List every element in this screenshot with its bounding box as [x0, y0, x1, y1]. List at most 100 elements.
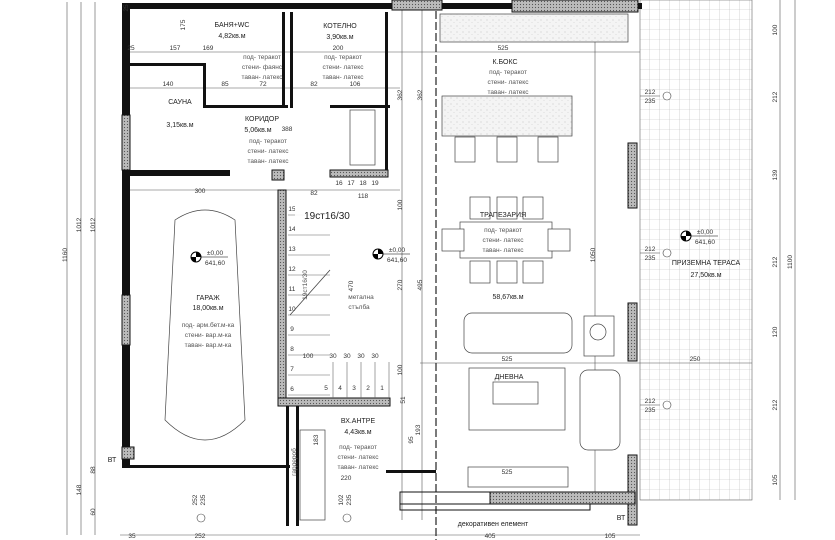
window-tag-top: 252: [192, 494, 199, 505]
window-tag-bottom: 235: [200, 494, 207, 505]
dimension-value: 105: [772, 474, 779, 485]
stair-step-number: 16: [335, 180, 343, 187]
stair-material-2: стълба: [348, 303, 370, 311]
window-tag-bottom: 235: [645, 407, 656, 414]
room-name-entry: ВХ.АНТРЕ: [341, 418, 376, 425]
room-area-entry: 4,43кв.м: [344, 429, 371, 436]
finish-floor: под- теракот: [484, 227, 522, 234]
dimension-value: 106: [350, 81, 361, 88]
dimension-value: 85: [221, 81, 229, 88]
window-tag-bottom: 235: [645, 98, 656, 105]
window-tag-top: 102: [338, 494, 345, 505]
room-area-terrace: 27,50кв.м: [690, 272, 721, 279]
dimension-value: 405: [485, 533, 496, 540]
finish-walls: стени- вар.м-ка: [185, 332, 232, 339]
window-tag-top: 212: [645, 89, 656, 96]
dimension-value: 1050: [590, 247, 597, 262]
room-name-boiler: КОТЕЛНО: [323, 23, 357, 30]
dimension-value: 525: [502, 356, 513, 363]
room-area-garage: 18,00кв.м: [192, 305, 223, 312]
room-area-dining: 58,67кв.м: [492, 294, 523, 301]
dimension-value: 25: [123, 4, 130, 12]
dimension-value: 212: [772, 91, 779, 102]
finish-ceiling: таван- латекс: [241, 74, 283, 81]
stair-step-number: 1: [380, 385, 384, 392]
dimension-value: 35: [128, 533, 136, 540]
dimension-value: 72: [259, 81, 267, 88]
dimension-value: 169: [203, 45, 214, 52]
finish-walls: стени- латекс: [338, 454, 380, 461]
dimension-value: 250: [690, 356, 701, 363]
finish-floor: под- теракот: [249, 138, 287, 145]
dimension-value: 118: [358, 193, 369, 200]
stair-step-number: 11: [289, 286, 296, 293]
dimension-value: 270: [397, 279, 404, 290]
dimension-lines: [66, 0, 796, 536]
dimension-value: 82: [310, 190, 318, 197]
dimension-value: 30: [371, 353, 379, 360]
dimension-value: 60: [90, 508, 97, 516]
stair-step-number: 12: [288, 266, 296, 273]
stair-step-number: 3: [352, 385, 356, 392]
dimension-value: 362: [397, 89, 404, 100]
dimension-value: 1100: [787, 255, 794, 269]
room-area-sauna: 3,15кв.м: [166, 122, 193, 129]
room-name-living: ДНЕВНА: [495, 374, 524, 381]
stair-step-number: 14: [288, 226, 296, 233]
finish-walls: стени- латекс: [248, 148, 290, 155]
dimension-value: 193: [415, 424, 422, 435]
room-name-kitchen: К.БОКС: [492, 59, 517, 66]
stair-step-number: 18: [359, 180, 367, 187]
dimension-value: 252: [195, 533, 206, 540]
dimension-value: 1012: [76, 217, 83, 232]
finish-ceiling: таван- латекс: [247, 158, 289, 165]
dimension-value: 82: [310, 81, 318, 88]
dimension-value: 100: [772, 24, 779, 35]
finish-walls: стени- латекс: [483, 237, 525, 244]
bt-label-left: ВТ: [108, 457, 117, 464]
stair-step-number: 6: [290, 386, 294, 393]
window-tag-top: 212: [645, 246, 656, 253]
room-area-bath: 4,82кв.м: [218, 33, 245, 40]
room-name-bath: БАНЯ+WC: [215, 22, 250, 29]
dimension-value: 212: [772, 256, 779, 267]
dimension-value: 25: [127, 45, 135, 52]
finish-floor: под- теракот: [339, 444, 377, 451]
dimension-value: 51: [400, 396, 407, 404]
dimension-value: 30: [357, 353, 365, 360]
stair-flight-label: 19ст16/30: [302, 270, 309, 300]
dimension-value: 105: [605, 533, 616, 540]
finish-walls: стени- латекс: [323, 64, 365, 71]
stair-step-number: 17: [347, 180, 355, 187]
dimension-value: 220: [341, 475, 352, 482]
level-absolute: 641,60: [387, 257, 407, 264]
dimension-value: 495: [417, 279, 424, 290]
room-name-terrace: ПРИЗЕМНА ТЕРАСА: [672, 260, 741, 267]
dimension-value: 140: [163, 81, 174, 88]
finish-ceiling: таван- латекс: [482, 247, 524, 254]
level-absolute: 641,60: [695, 239, 715, 246]
finish-floor: под- теракот: [324, 54, 362, 61]
level-absolute: 641,60: [205, 260, 225, 267]
decorative-element-label: декоративен елемент: [458, 521, 529, 528]
dimension-value: 1160: [62, 248, 69, 262]
dimension-value: 139: [772, 169, 779, 180]
stair-step-number: 8: [290, 346, 294, 353]
stair-step-number: 5: [324, 385, 328, 392]
room-area-boiler: 3,90кв.м: [326, 34, 353, 41]
stair-step-number: 15: [288, 206, 296, 213]
dimension-value: 157: [170, 45, 181, 52]
dimension-value: 100: [303, 353, 314, 360]
finish-floor: под- теракот: [243, 54, 281, 61]
terrace-tiles: [639, 0, 753, 501]
walls: [121, 0, 642, 526]
room-name-dining: ТРАПЕЗАРИЯ: [480, 212, 526, 219]
